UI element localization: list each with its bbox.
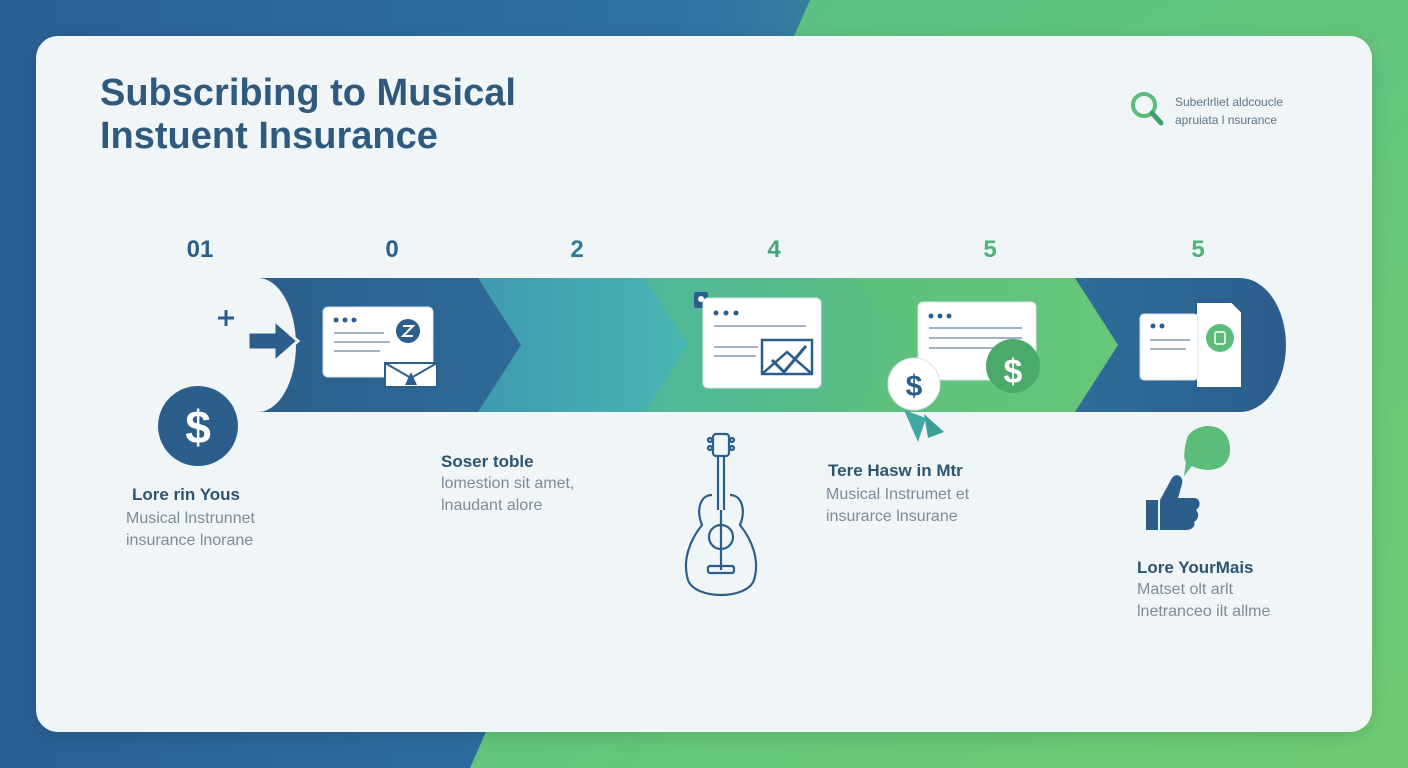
search-caption-line-1: Suberlrliet aldcoucle (1175, 95, 1284, 109)
step-label-3-line-2: insurarce lnsurane (826, 508, 958, 525)
envelope-icon-1 (384, 362, 438, 388)
step-label-2-heading: Soser toble (441, 452, 534, 471)
svg-text:$: $ (185, 401, 211, 453)
page-title: Subscribing to Musical Instuent Insuranc… (100, 72, 700, 158)
browser-window-icon-1 (322, 306, 434, 378)
step-number-4: 4 (767, 236, 781, 263)
page-title-line-1: Subscribing to Musical (100, 72, 516, 114)
step-label-3-line-1: Musical Instrumet et (826, 486, 970, 503)
guitar-icon (684, 432, 758, 597)
dollar-coin-icon: $ (158, 386, 238, 466)
document-icon (1195, 301, 1243, 389)
step-label-3-body: Musical Instrumet et insurarce lnsurane (826, 484, 969, 528)
step-label-1: Lore rin Yous (132, 484, 240, 506)
browser-window-icon-4 (1139, 313, 1199, 381)
step-label-3: Tere Hasw in Mtr (828, 460, 963, 482)
envelope-check-icon (760, 338, 814, 376)
dollar-badge-icon: $ (986, 339, 1040, 393)
arrow-right-icon (246, 316, 301, 366)
search-caption: Suberlrliet aldcoucle apruiata l nsuranc… (1175, 93, 1283, 129)
page-title-line-2: Instuent Insurance (100, 115, 438, 157)
svg-text:$: $ (1004, 353, 1023, 391)
step-number-6: 5 (1191, 236, 1205, 263)
step-label-1-heading: Lore rin Yous (132, 485, 241, 504)
plus-icon (218, 310, 234, 326)
step-number-1: 01 (186, 236, 214, 263)
thumbs-up-icon (1146, 475, 1200, 530)
step-label-3-heading: Tere Hasw in Mtr (828, 461, 963, 480)
step-label-2: Soser toble lomestion sit amet, lnaudant… (441, 451, 574, 517)
step-label-1-body: Musical lnstrunnet insurance lnorane (126, 508, 255, 552)
band-segment-2 (478, 278, 688, 412)
speech-bubble-icon (1184, 426, 1230, 476)
step-label-2-line-1: lomestion sit amet, (441, 475, 575, 492)
step-number-3: 2 (570, 236, 584, 263)
search-icon[interactable] (1128, 90, 1168, 135)
svg-text:$: $ (906, 370, 923, 403)
step-label-4-line-2: lnetranceo ilt allme (1137, 603, 1271, 620)
step-label-4-line-1: Matset olt arlt (1137, 581, 1234, 598)
step-label-2-line-2: lnaudant alore (441, 497, 543, 514)
search-caption-line-2: apruiata l nsurance (1175, 113, 1278, 127)
step-label-1-line-2: insurance lnorane (126, 532, 254, 549)
step-label-4: Lore YourMais Matset olt arlt lnetranceo… (1137, 557, 1270, 623)
step-number-5: 5 (983, 236, 997, 263)
step-label-1-line-1: Musical lnstrunnet (126, 510, 255, 527)
step-number-2: 0 (385, 236, 399, 263)
dollar-location-pin-icon: $ (887, 357, 944, 442)
step-label-4-heading: Lore YourMais (1137, 558, 1254, 577)
